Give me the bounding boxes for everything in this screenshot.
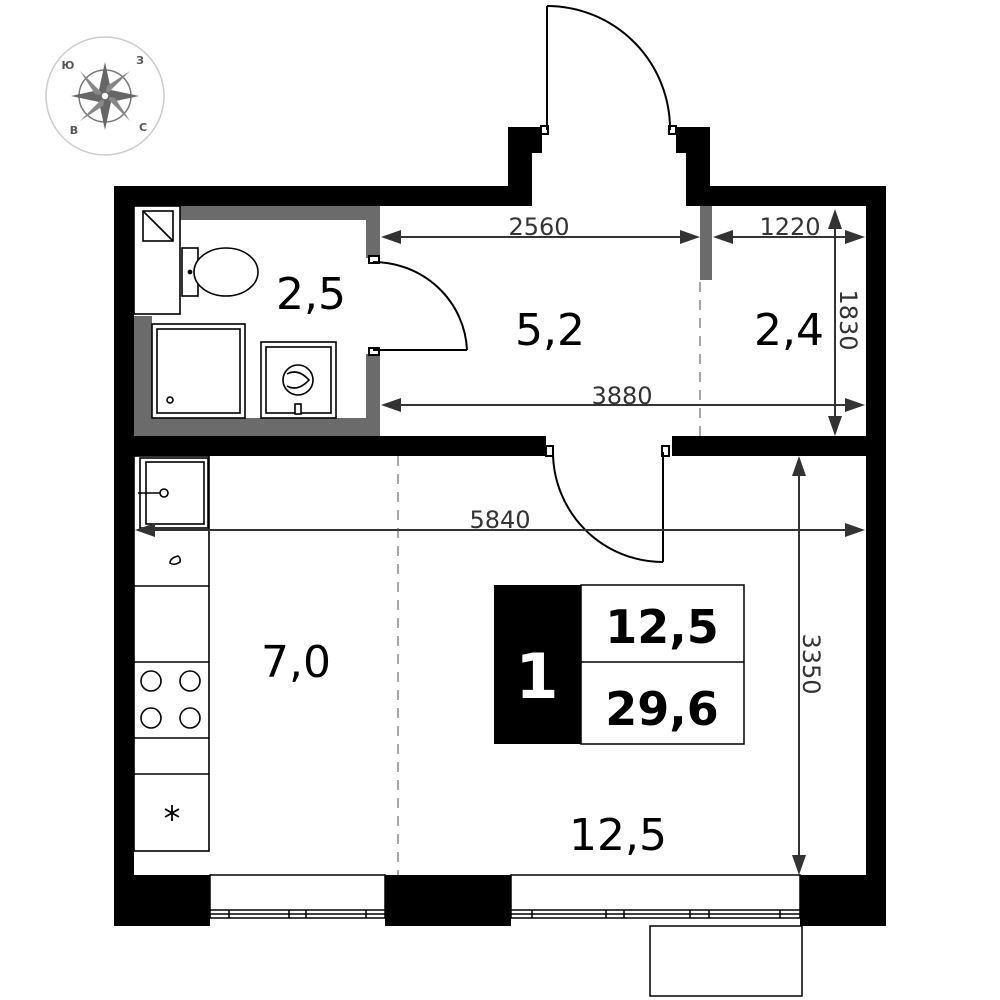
- room-area-living: 12,5: [569, 810, 667, 861]
- living-door-icon: [545, 445, 670, 563]
- zone-separators: [397, 282, 701, 875]
- dimension-living-depth: 3350: [797, 633, 825, 694]
- fridge-icon: [164, 805, 180, 821]
- compass-north-letter: С: [139, 121, 147, 134]
- dimension-apartment-width: 5840: [469, 506, 530, 534]
- room-area-storage: 2,4: [754, 305, 824, 356]
- dimension-storage-width: 1220: [759, 213, 820, 241]
- compass-east-letter: В: [70, 124, 78, 137]
- total-area-value: 29,6: [605, 682, 719, 736]
- kitchen-window: [209, 874, 386, 919]
- shower-tray-icon: [151, 323, 246, 419]
- rooms-count-box: [494, 585, 581, 744]
- living-area-value: 12,5: [605, 600, 719, 654]
- toilet-icon: [181, 247, 259, 297]
- dimension-hall-total-width: 3880: [591, 382, 652, 410]
- stove-icon: [140, 670, 201, 729]
- summary-badge: 1 12,5 29,6: [494, 584, 745, 745]
- room-area-kitchen: 7,0: [261, 637, 331, 688]
- sink-icon: [138, 457, 209, 529]
- outer-walls: [114, 127, 886, 926]
- room-area-hall: 5,2: [515, 305, 585, 356]
- washing-machine-icon: [260, 341, 337, 419]
- dimension-hall-width: 2560: [508, 213, 569, 241]
- dimension-lines: [135, 209, 865, 875]
- bathroom-door-icon: [368, 255, 468, 356]
- entrance-door-icon: [540, 5, 677, 135]
- room-area-bathroom: 2,5: [276, 269, 346, 320]
- rooms-count: 1: [515, 640, 558, 713]
- bathroom-walls: [134, 206, 712, 436]
- windows: [209, 874, 803, 997]
- kitchen-fixtures: [133, 455, 210, 852]
- compass-icon: Ю З В С: [45, 36, 165, 156]
- living-window: [510, 874, 801, 919]
- dishwasher-icon: [169, 555, 182, 566]
- bathroom-fixtures: [133, 205, 337, 419]
- balcony: [649, 925, 803, 997]
- compass-south-letter: Ю: [62, 59, 75, 72]
- dimension-storage-depth: 1830: [834, 289, 862, 350]
- compass-west-letter: З: [136, 54, 144, 67]
